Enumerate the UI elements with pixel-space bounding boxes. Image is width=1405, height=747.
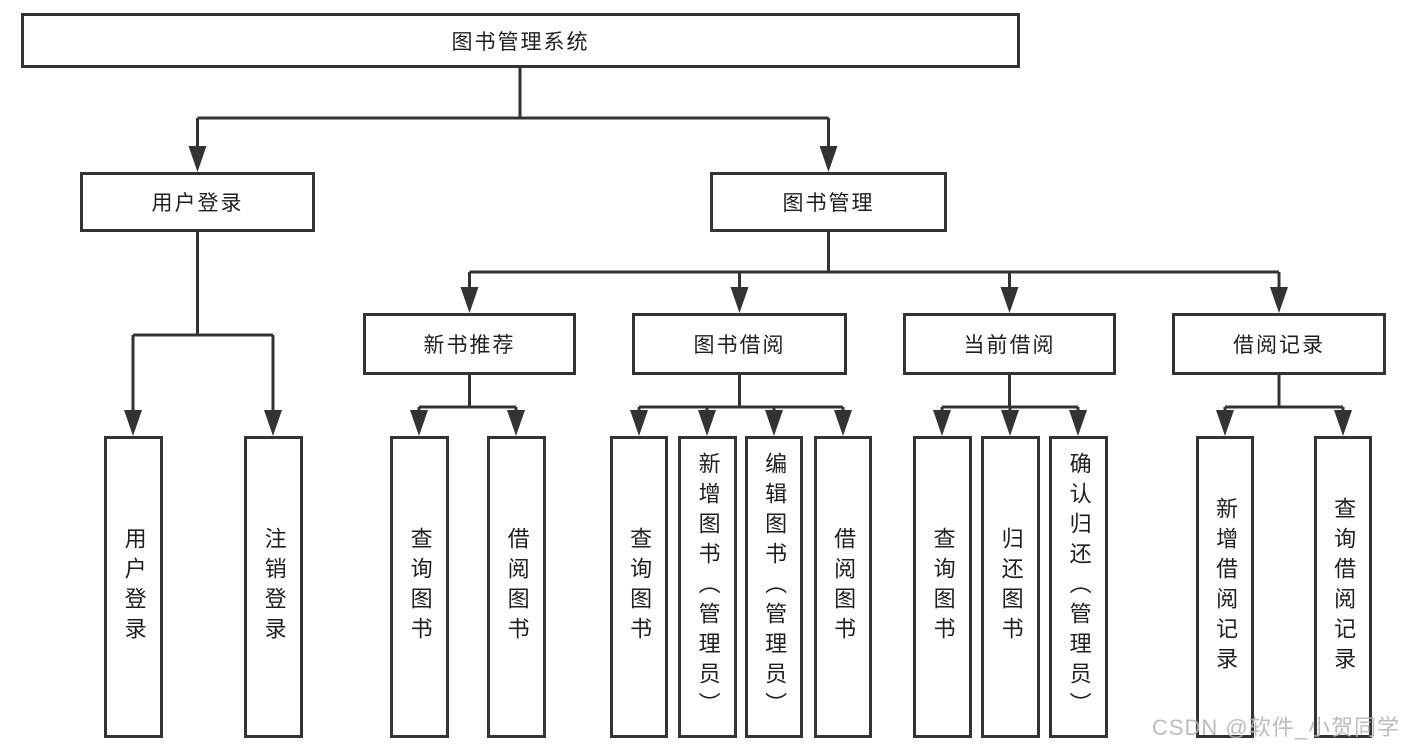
leaf-records-query-record-label: 查询借阅记录 bbox=[1331, 497, 1357, 677]
connector-current-to-leaves bbox=[933, 375, 1087, 436]
node-borrowing-records: 借阅记录 bbox=[1172, 313, 1386, 375]
leaf-newbook-query-books: 查询图书 bbox=[390, 436, 449, 738]
leaf-records-query-record: 查询借阅记录 bbox=[1314, 436, 1372, 738]
leaf-newbook-query-books-label: 查询图书 bbox=[407, 527, 433, 647]
csdn-watermark: CSDN @软件_小贺同学 bbox=[1151, 715, 1400, 740]
leaf-borrow-borrow-books-label: 借阅图书 bbox=[831, 527, 857, 647]
leaf-current-return-books: 归还图书 bbox=[981, 436, 1040, 738]
leaf-borrow-add-books-admin: 新增图书（管理员） bbox=[678, 436, 737, 738]
node-user-login-label: 用户登录 bbox=[151, 192, 244, 215]
leaf-records-add-record-label: 新增借阅记录 bbox=[1213, 497, 1239, 677]
node-book-borrowing: 图书借阅 bbox=[632, 313, 847, 375]
connector-borrow-to-leaves bbox=[630, 375, 852, 436]
leaf-user-login-label: 用户登录 bbox=[121, 527, 147, 647]
leaf-current-confirm-return-admin-label: 确认归还（管理员） bbox=[1066, 452, 1092, 722]
leaf-borrow-query-books: 查询图书 bbox=[610, 436, 668, 738]
leaf-logout-label: 注销登录 bbox=[261, 527, 287, 647]
node-book-borrowing-label: 图书借阅 bbox=[693, 334, 786, 357]
node-current-borrowing-label: 当前借阅 bbox=[963, 334, 1056, 357]
node-book-management: 图书管理 bbox=[710, 172, 947, 232]
leaf-current-return-books-label: 归还图书 bbox=[998, 527, 1024, 647]
leaf-newbook-borrow-books-label: 借阅图书 bbox=[504, 527, 530, 647]
leaf-logout: 注销登录 bbox=[244, 436, 303, 738]
node-current-borrowing: 当前借阅 bbox=[903, 313, 1116, 375]
node-root: 图书管理系统 bbox=[21, 13, 1020, 68]
leaf-current-confirm-return-admin: 确认归还（管理员） bbox=[1049, 436, 1108, 738]
connector-bookmgmt-to-level3 bbox=[460, 232, 1288, 313]
node-new-book-recommend: 新书推荐 bbox=[363, 313, 576, 375]
connector-records-to-leaves bbox=[1216, 375, 1352, 436]
leaf-borrow-borrow-books: 借阅图书 bbox=[814, 436, 872, 738]
leaf-borrow-query-books-label: 查询图书 bbox=[627, 527, 653, 647]
node-new-book-recommend-label: 新书推荐 bbox=[423, 334, 516, 357]
leaf-current-query-books-label: 查询图书 bbox=[930, 527, 956, 647]
leaf-borrow-edit-books-admin: 编辑图书（管理员） bbox=[745, 436, 803, 738]
leaf-current-query-books: 查询图书 bbox=[913, 436, 972, 738]
node-borrowing-records-label: 借阅记录 bbox=[1233, 334, 1325, 357]
leaf-newbook-borrow-books: 借阅图书 bbox=[487, 436, 546, 738]
connector-userlogin-to-leaves bbox=[124, 232, 282, 436]
leaf-records-add-record: 新增借阅记录 bbox=[1196, 436, 1254, 738]
node-root-label: 图书管理系统 bbox=[451, 30, 590, 54]
node-user-login: 用户登录 bbox=[80, 172, 315, 232]
node-book-management-label: 图书管理 bbox=[782, 192, 875, 215]
leaf-user-login: 用户登录 bbox=[104, 436, 163, 738]
connector-newbook-to-leaves bbox=[410, 375, 525, 436]
connector-root-to-level2 bbox=[188, 68, 838, 172]
leaf-borrow-edit-books-admin-label: 编辑图书（管理员） bbox=[762, 452, 788, 722]
leaf-borrow-add-books-admin-label: 新增图书（管理员） bbox=[695, 452, 721, 722]
